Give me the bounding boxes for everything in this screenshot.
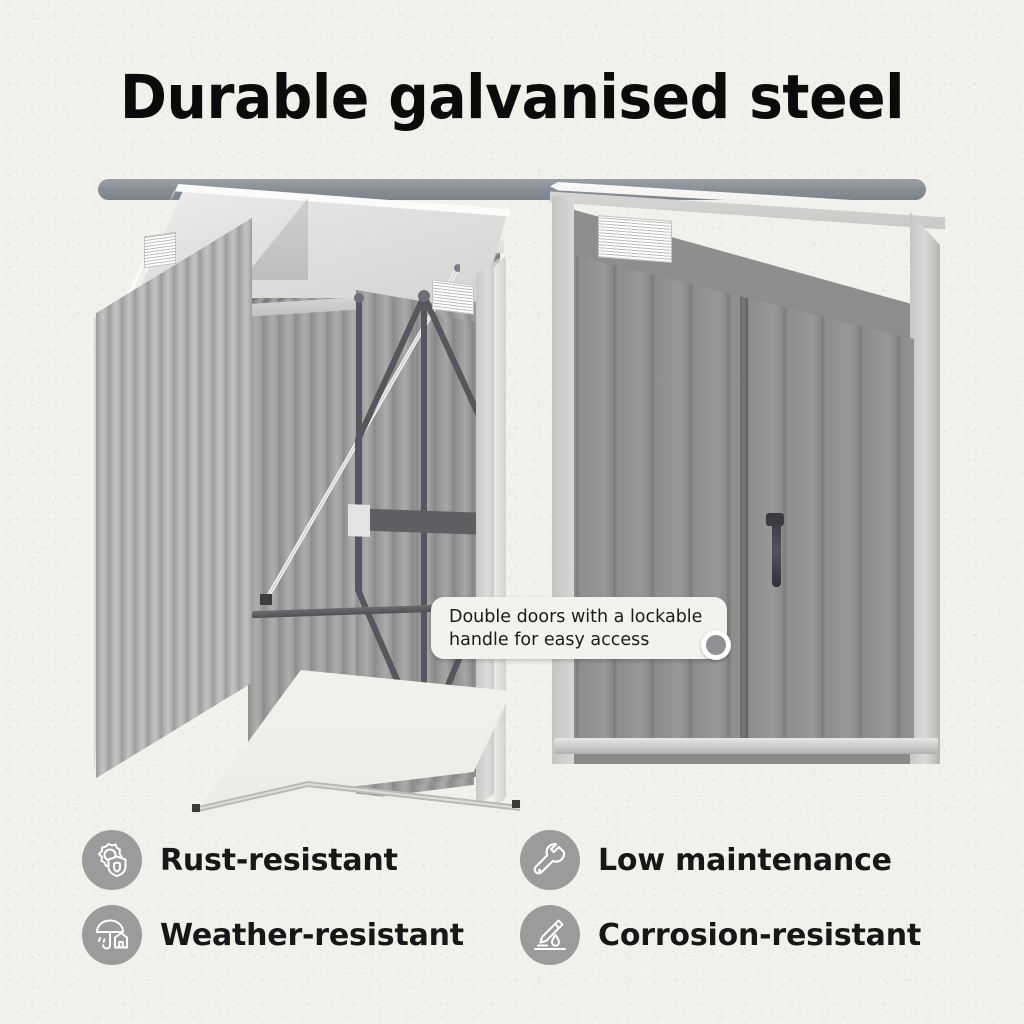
left-corner-trim xyxy=(552,196,574,764)
door-panel-left[interactable] xyxy=(576,256,744,744)
feature-item-weather-resistant: Weather-resistant xyxy=(82,905,464,965)
side-wall-corrugated xyxy=(96,218,252,778)
base-frame-rail xyxy=(192,780,521,822)
door-center-seam xyxy=(740,256,748,744)
product-image-stage: Double doors with a lockable handle for … xyxy=(0,160,1024,822)
feature-item-low-maintenance: Low maintenance xyxy=(520,830,892,890)
door-handle[interactable] xyxy=(766,513,784,587)
shed-interior-open-doors xyxy=(80,170,521,822)
weather-umbrella-house-icon xyxy=(82,905,142,965)
base-sill-rail xyxy=(554,738,938,754)
right-side-wall xyxy=(910,212,940,764)
feature-list: Rust-resistant Weather-resistant xyxy=(0,820,1024,1010)
page-title-block: Durable galvanised steel xyxy=(0,62,1024,200)
feature-label: Corrosion-resistant xyxy=(598,917,922,953)
page-title: Durable galvanised steel xyxy=(119,62,905,133)
corrosion-droplet-icon xyxy=(520,905,580,965)
feature-label: Low maintenance xyxy=(598,842,892,878)
vent-louver-interior xyxy=(432,279,474,315)
feature-label: Weather-resistant xyxy=(160,917,464,953)
callout-bubble: Double doors with a lockable handle for … xyxy=(431,597,727,659)
vent-louver-side xyxy=(144,231,176,269)
shed-front-closed-doors xyxy=(550,182,945,802)
feature-item-rust-resistant: Rust-resistant xyxy=(82,830,398,890)
vent-louver-front xyxy=(598,215,672,263)
feature-label: Rust-resistant xyxy=(160,842,398,878)
callout-pointer-dot xyxy=(701,630,731,660)
wrench-icon xyxy=(520,830,580,890)
front-corner-post-trim xyxy=(494,256,506,808)
rust-shield-gear-icon xyxy=(82,830,142,890)
callout-text: Double doors with a lockable handle for … xyxy=(449,607,703,650)
double-doors[interactable] xyxy=(576,256,914,744)
door-panel-right[interactable] xyxy=(746,256,914,744)
feature-item-corrosion-resistant: Corrosion-resistant xyxy=(520,905,921,965)
